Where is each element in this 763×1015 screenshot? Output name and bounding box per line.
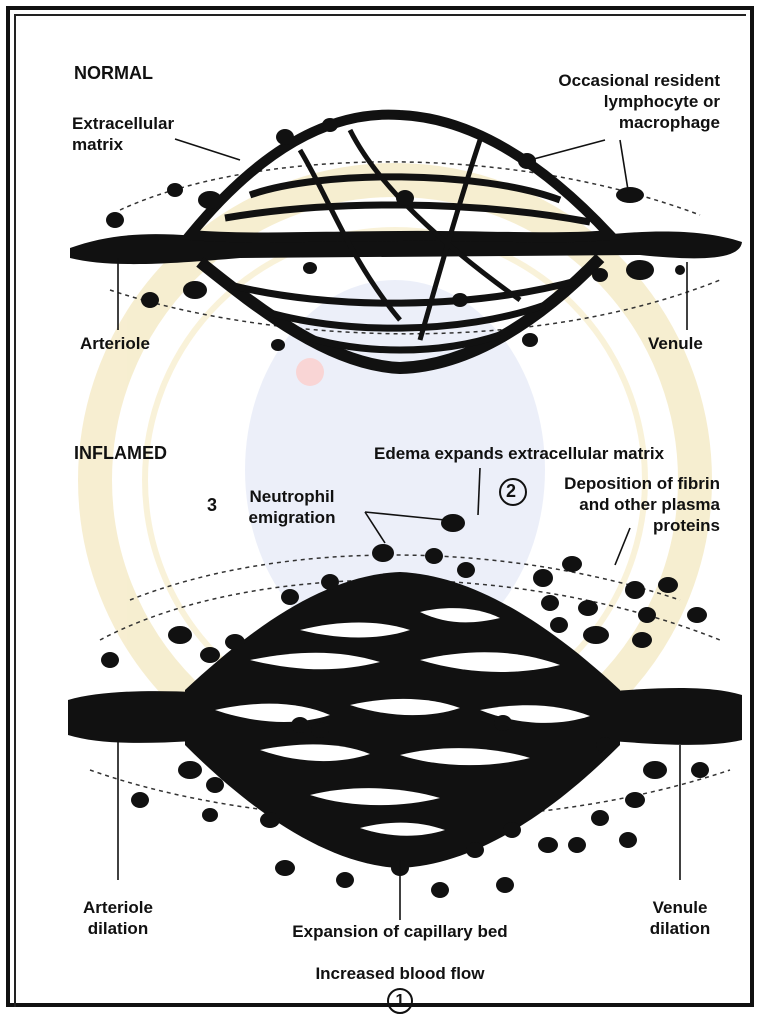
resident-cell-label: Occasional resident lymphocyte or macrop… <box>490 70 720 133</box>
step3-number: 3 <box>207 495 217 516</box>
venule-dilation-label: Venule dilation <box>620 897 740 939</box>
neutrophil-emigration-label: Neutrophil emigration <box>232 486 352 528</box>
step1-number: 1 <box>388 990 412 1011</box>
normal-title: NORMAL <box>74 63 153 84</box>
fibrin-deposition-label: Deposition of fibrin and other plasma pr… <box>520 473 720 536</box>
venule-label: Venule <box>648 333 703 354</box>
arteriole-dilation-label: Arteriole dilation <box>58 897 178 939</box>
extracellular-matrix-label: Extracellular matrix <box>72 113 174 155</box>
edema-label: Edema expands extracellular matrix <box>374 443 664 464</box>
capillary-expansion-label: Expansion of capillary bed <box>240 921 560 942</box>
blood-flow-label: Increased blood flow <box>250 963 550 984</box>
arteriole-label: Arteriole <box>80 333 150 354</box>
inflamed-title: INFLAMED <box>74 443 167 464</box>
step2-number: 2 <box>506 481 516 502</box>
